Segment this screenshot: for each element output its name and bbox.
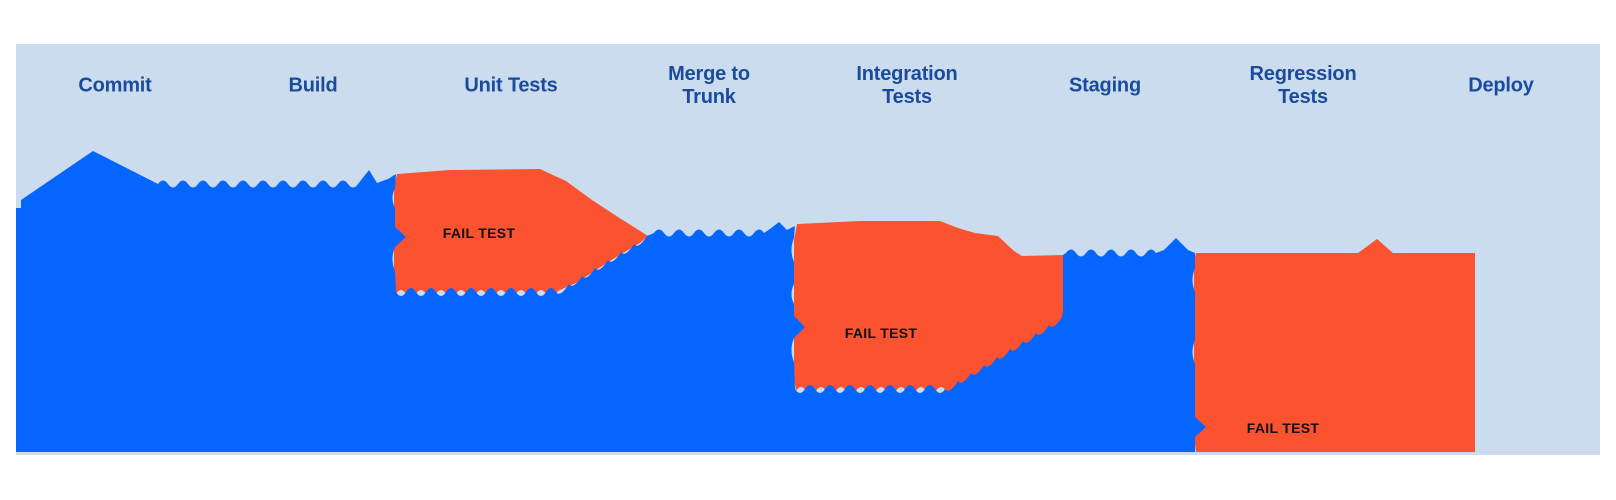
fail-blob-unit-tests bbox=[394, 169, 648, 298]
stage-label-build: Build bbox=[288, 74, 338, 97]
pipeline-flow-shape bbox=[16, 151, 1206, 452]
fail-blob-integration-tests bbox=[794, 221, 1065, 395]
stage-label-unit-tests: Unit Tests bbox=[464, 74, 558, 97]
fail-test-label-unit-tests: FAIL TEST bbox=[442, 225, 516, 241]
stage-label-regression-tests: Regression Tests bbox=[1249, 63, 1357, 108]
fail-blob-regression-tests bbox=[1194, 239, 1475, 452]
fail-test-label-integration-tests: FAIL TEST bbox=[844, 325, 918, 341]
fail-test-label-regression-tests: FAIL TEST bbox=[1246, 420, 1320, 436]
stage-label-commit: Commit bbox=[78, 74, 152, 97]
stage-label-staging: Staging bbox=[1069, 74, 1141, 97]
stage-label-deploy: Deploy bbox=[1468, 74, 1534, 97]
stage-label-integration-tests: Integration Tests bbox=[856, 63, 958, 108]
stage-label-merge-to-trunk: Merge to Trunk bbox=[668, 63, 750, 108]
